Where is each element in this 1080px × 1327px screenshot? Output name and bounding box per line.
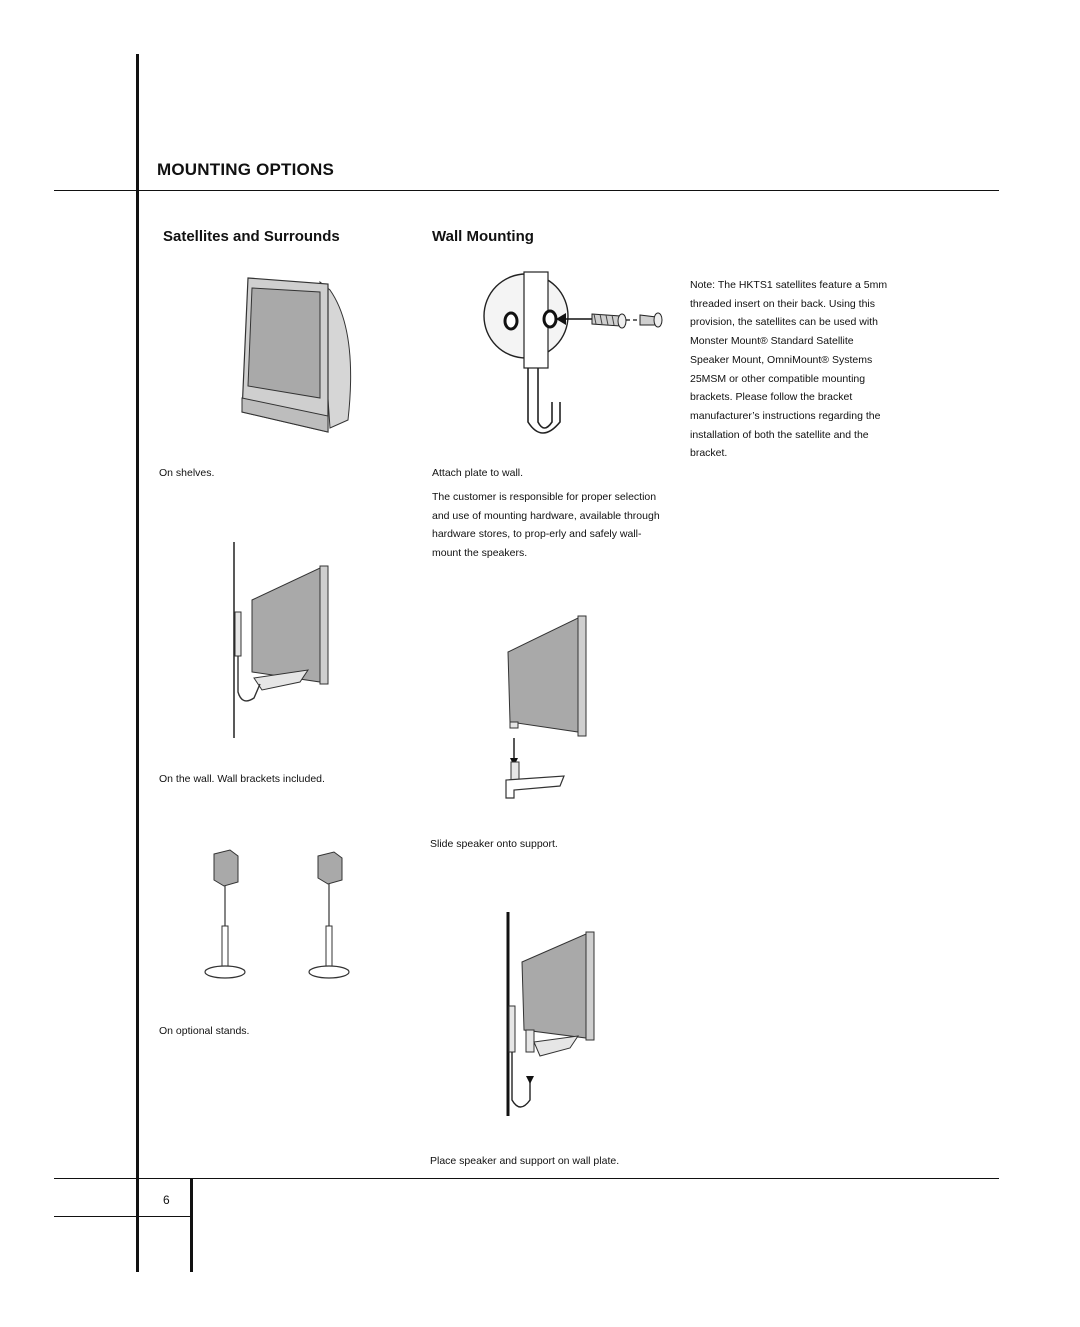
footer-vertical-rule <box>190 1179 193 1272</box>
left-vertical-rule <box>136 54 139 1272</box>
page-title: MOUNTING OPTIONS <box>157 160 334 179</box>
caption-attach-plate: Attach plate to wall. <box>432 467 524 479</box>
satellites-heading: Satellites and Surrounds <box>163 228 340 245</box>
note-line: Speaker Mount, OmniMount® Systems <box>690 353 873 366</box>
caption-on-the-wall: On the wall. Wall brackets included. <box>159 773 325 785</box>
caption-slide-speaker: Slide speaker onto support. <box>430 838 558 850</box>
body-paragraph: The customer is responsible for proper s… <box>432 491 660 560</box>
note-line: manufacturer’s instructions regarding th… <box>690 409 881 422</box>
note-line: provision, the satellites can be used wi… <box>690 316 878 329</box>
wall-mounting-heading: Wall Mounting <box>432 228 534 245</box>
note-line: bracket. <box>690 447 728 460</box>
footer-rule <box>54 1178 999 1179</box>
note-line: brackets. Please follow the bracket <box>690 391 853 404</box>
header-rule <box>54 190 999 191</box>
caption-on-shelves: On shelves. <box>159 467 215 479</box>
note-line: 25MSM or other compatible mounting <box>690 372 866 385</box>
caption-on-optional-stands: On optional stands. <box>159 1025 250 1037</box>
caption-place-speaker: Place speaker and support on wall plate. <box>430 1155 620 1167</box>
note-line: installation of both the satellite and t… <box>690 428 869 441</box>
wall-bracket-speaker-illustration <box>233 542 329 738</box>
place-speaker-wall-plate-illustration <box>506 912 595 1116</box>
page-number-rule <box>54 1216 191 1217</box>
slide-speaker-support-illustration <box>505 615 587 799</box>
floor-stands-illustration <box>204 849 350 979</box>
page-number: 6 <box>163 1193 170 1207</box>
hkts1-note: Note: The HKTS1 satellites feature a 5mm… <box>690 276 930 463</box>
wall-plate-screws-illustration <box>483 271 663 434</box>
note-line: Monster Mount® Standard Satellite <box>690 335 854 348</box>
note-line: Note: The HKTS1 satellites feature a 5mm <box>690 279 888 291</box>
note-line: threaded insert on their back. Using thi… <box>690 297 876 310</box>
shelf-speaker-illustration <box>241 277 352 433</box>
